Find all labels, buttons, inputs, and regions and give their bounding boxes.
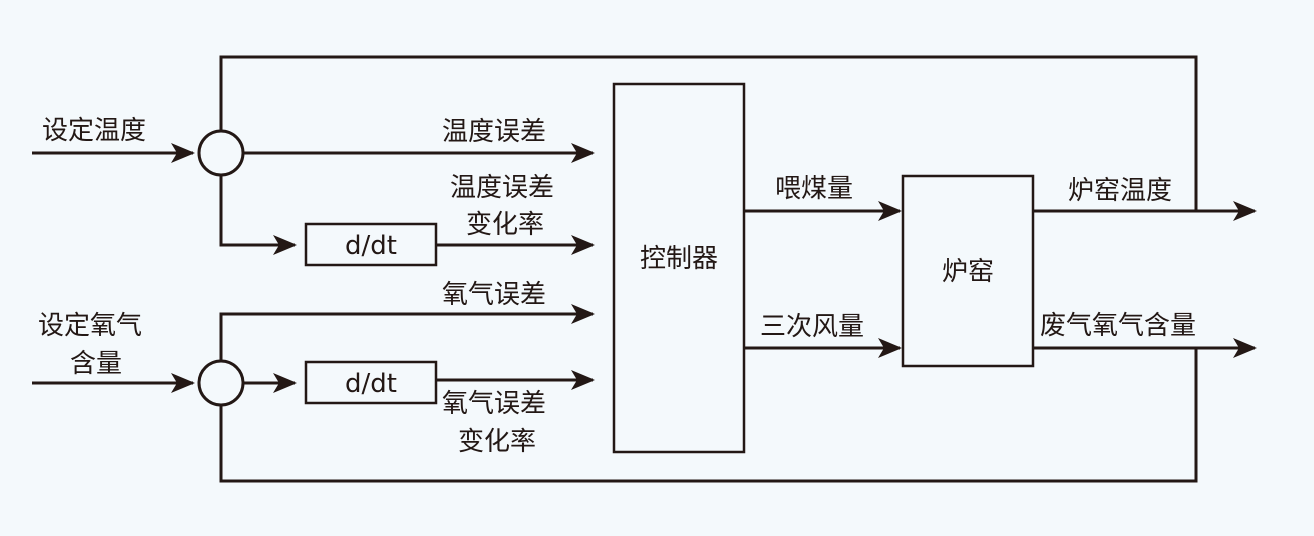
derivative-block-temperature-label: d/dt (345, 231, 397, 261)
derivative-block-oxygen-label: d/dt (345, 369, 397, 399)
set-oxygen-label-line1: 设定氧气 (38, 311, 142, 341)
temperature-error-rate-label-line2: 变化率 (466, 210, 544, 240)
temperature-to-derivative-line (219, 175, 297, 255)
coal-feed-label: 喂煤量 (775, 174, 853, 204)
temperature-error-label: 温度误差 (442, 117, 546, 147)
temperature-summing-junction (197, 129, 245, 177)
kiln-label: 炉窑 (942, 257, 994, 287)
controller-label: 控制器 (640, 244, 718, 274)
oxygen-feedback-line (219, 348, 1198, 483)
controller-block (612, 82, 746, 454)
set-oxygen-label-line2: 含量 (70, 349, 122, 379)
oxygen-error-arrow (219, 304, 595, 361)
temperature-error-rate-label-line1: 温度误差 (450, 173, 554, 203)
temperature-feedback-line (219, 55, 1198, 211)
oxygen-summing-junction (197, 359, 245, 407)
oxygen-error-label: 氧气误差 (442, 280, 546, 310)
kiln-temperature-label: 炉窑温度 (1068, 176, 1172, 206)
tertiary-air-label: 三次风量 (760, 312, 864, 342)
set-temperature-label: 设定温度 (42, 116, 146, 146)
oxygen-error-rate-label-line1: 氧气误差 (442, 389, 546, 419)
derivative-block-oxygen (304, 360, 438, 405)
exhaust-oxygen-label: 废气氧气含量 (1040, 311, 1196, 341)
oxygen-error-rate-label-line2: 变化率 (458, 427, 536, 457)
kiln-block (901, 174, 1035, 368)
